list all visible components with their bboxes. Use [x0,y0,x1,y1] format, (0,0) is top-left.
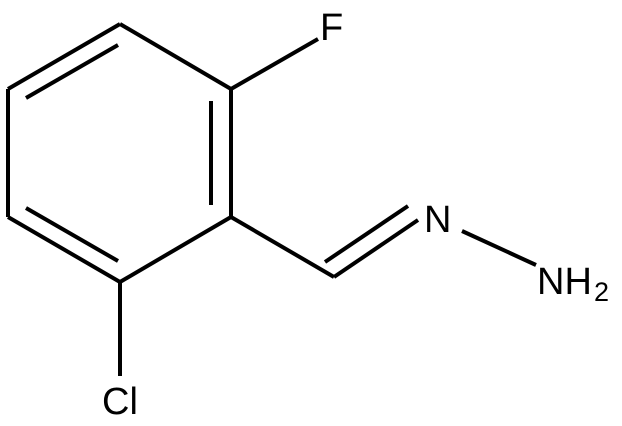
amine-group-label: NH [537,261,592,303]
fluorine-atom-label: F [320,7,343,49]
bond-methine-to-nitrogen-double [323,204,410,264]
bond-ring-to-fluorine [230,37,319,91]
chlorine-atom-label: Cl [102,381,138,423]
ring-bond-bottom-right [118,215,233,284]
amine-subscript-label: 2 [594,277,609,307]
ring-bond-bottom-left [6,215,122,284]
ring-bond-top-right [118,22,233,91]
ring-inner-double-top-left [25,43,119,100]
ring-bond-top-left [6,22,122,91]
bond-ring-to-methine [229,215,336,279]
imine-nitrogen-label: N [424,199,451,241]
bond-methine-to-nitrogen [332,218,420,279]
bond-nitrogen-to-amine [461,229,537,267]
benzene-ring [6,22,233,284]
ring-inner-double-bottom-left [25,206,119,263]
